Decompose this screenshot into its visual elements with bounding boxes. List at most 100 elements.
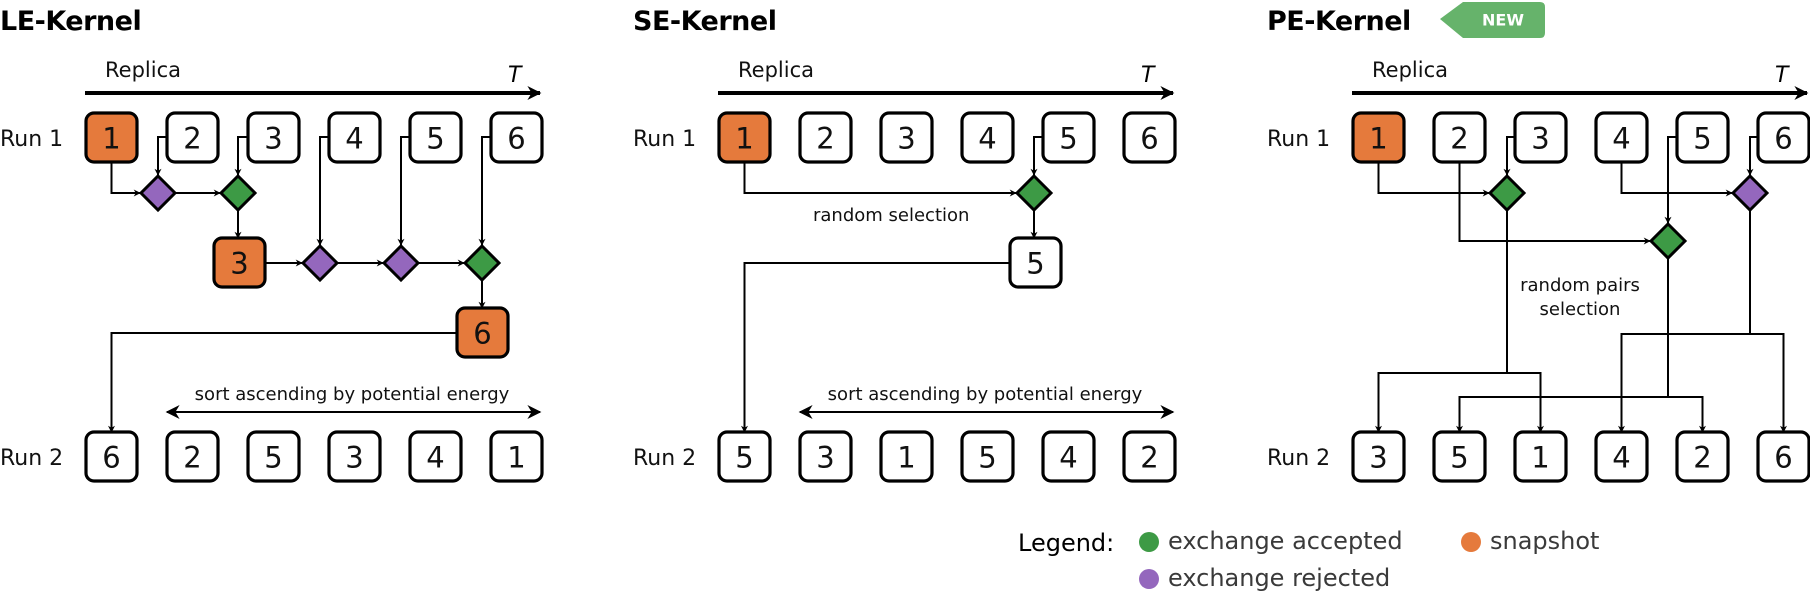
replica-number: 3: [1369, 441, 1387, 475]
exchange-accepted-diamond: [1487, 173, 1527, 213]
axis-label-temperature: T: [1775, 63, 1790, 88]
replica-number: 4: [978, 122, 996, 156]
run1-replica-box: 4: [327, 111, 382, 164]
replica-box-frame: [879, 111, 934, 164]
replica-number: 2: [183, 122, 201, 156]
replica-number: 2: [183, 441, 201, 475]
exchange-accepted-diamond: [1014, 173, 1054, 213]
replica-number: 5: [1693, 122, 1711, 156]
replica-box-frame: [489, 430, 544, 483]
run2-replica-box: 5: [1432, 430, 1487, 483]
replica-number: 3: [230, 247, 248, 281]
selection-note-line2: selection: [1540, 299, 1621, 320]
replica-number: 5: [426, 122, 444, 156]
run2-replica-box: 5: [717, 430, 772, 483]
replica-number: 4: [345, 122, 363, 156]
exchange-rejected-diamond: [138, 173, 178, 213]
run1-replica-box: 1: [717, 111, 772, 164]
legend-dot-rejected: [1139, 569, 1159, 589]
run2-replica-box: 2: [1675, 430, 1730, 483]
replica-number: 6: [473, 317, 491, 351]
replica-box-frame: [408, 430, 463, 483]
replica-box-frame: [960, 430, 1015, 483]
exchange-accepted-diamond: [1648, 221, 1688, 261]
replica-box-frame: [798, 430, 853, 483]
run1-replica-box: 6: [489, 111, 544, 164]
connector: [741, 262, 1010, 433]
connector: [1375, 372, 1507, 433]
run1-replica-box: 1: [1351, 111, 1406, 164]
run1-replica-box: 6: [1122, 111, 1177, 164]
run2-replica-box: 5: [246, 430, 301, 483]
run1-replica-box: 2: [1432, 111, 1487, 164]
run1-replica-box: 5: [1041, 111, 1096, 164]
replica-number: 3: [897, 122, 915, 156]
run2-replica-box: 4: [1041, 430, 1096, 483]
exchange-accepted-diamond: [218, 173, 258, 213]
replica-number: 5: [1026, 247, 1044, 281]
replica-number: 1: [1369, 122, 1387, 156]
run2-replica-box: 1: [879, 430, 934, 483]
legend-heading: Legend:: [1018, 529, 1114, 557]
replica-number: 6: [1774, 122, 1792, 156]
run2-replica-box: 6: [84, 430, 139, 483]
replica-number: 5: [1450, 441, 1468, 475]
selection-note: random selection: [813, 205, 969, 226]
run1-label: Run 1: [0, 127, 63, 152]
connector: [1750, 333, 1787, 433]
run1-replica-box: 2: [798, 111, 853, 164]
run2-label: Run 2: [1267, 446, 1330, 471]
exchange-accepted-diamond: [462, 243, 502, 283]
connector: [1668, 396, 1706, 433]
run2-replica-box: 1: [489, 430, 544, 483]
legend-label-rejected: exchange rejected: [1168, 564, 1390, 592]
connector: [743, 162, 1017, 197]
run1-replica-box: 5: [408, 111, 463, 164]
connector: [1030, 136, 1043, 176]
panel-title: PE-Kernel: [1267, 6, 1411, 37]
selection-note-line1: random pairs: [1520, 275, 1640, 296]
replica-number: 1: [507, 441, 525, 475]
replica-number: 6: [1140, 122, 1158, 156]
replica-number: 3: [264, 122, 282, 156]
replica-number: 2: [816, 122, 834, 156]
legend-label-snapshot: snapshot: [1490, 527, 1599, 555]
replica-box-frame: [960, 111, 1015, 164]
exchange-rejected-diamond: [381, 243, 421, 283]
exchange-rejected-diamond: [1730, 173, 1770, 213]
replica-box-frame: [327, 430, 382, 483]
replica-number: 5: [735, 441, 753, 475]
replica-box-frame: [798, 111, 853, 164]
run2-replica-box: 2: [165, 430, 220, 483]
connector: [397, 136, 410, 246]
connector: [108, 332, 457, 433]
axis-label-replica: Replica: [738, 58, 814, 82]
replica-box-frame: [1122, 111, 1177, 164]
run1-replica-box: 1: [84, 111, 139, 164]
run2-replica-box: 5: [960, 430, 1015, 483]
panel-title: LE-Kernel: [0, 6, 141, 37]
replica-number: 1: [897, 441, 915, 475]
connector: [1458, 162, 1651, 245]
axis-label-temperature: T: [508, 63, 523, 88]
run1-label: Run 1: [1267, 127, 1330, 152]
legend: Legend: exchange accepted snapshot excha…: [1018, 527, 1599, 592]
replica-box-frame: [165, 430, 220, 483]
intermediate-replica-box: 5: [1008, 236, 1063, 289]
connector: [316, 136, 329, 246]
replica-number: 2: [1693, 441, 1711, 475]
replica-number: 4: [426, 441, 444, 475]
replica-box-frame: [1041, 430, 1096, 483]
run2-replica-box: 6: [1756, 430, 1810, 483]
run2-replica-box: 3: [327, 430, 382, 483]
axis-label-replica: Replica: [1372, 58, 1448, 82]
run1-replica-box: 2: [165, 111, 220, 164]
connector: [1618, 333, 1750, 433]
replica-number: 5: [978, 441, 996, 475]
replica-number: 6: [1774, 441, 1792, 475]
run2-label: Run 2: [633, 446, 696, 471]
